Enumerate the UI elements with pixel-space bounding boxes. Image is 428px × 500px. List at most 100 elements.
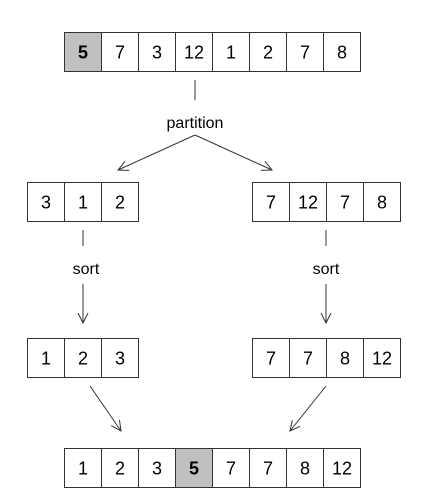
- array-cell: 12: [323, 448, 361, 488]
- cell-box: [27, 338, 65, 378]
- cell-box: [64, 32, 102, 72]
- array-cell: 7: [289, 338, 327, 378]
- right-partition-array: 7 12 7 8: [252, 182, 401, 222]
- array-cell: 1: [212, 32, 250, 72]
- cell-box: [138, 448, 176, 488]
- cell-box: [252, 182, 290, 222]
- cell-box: [27, 182, 65, 222]
- array-cell: 12: [289, 182, 327, 222]
- array-cell: 1: [64, 448, 102, 488]
- array-cell: 12: [363, 338, 401, 378]
- cell-box: [249, 448, 287, 488]
- array-cell: 8: [323, 32, 361, 72]
- cell-box: [101, 182, 139, 222]
- cell-box: [326, 182, 364, 222]
- array-cell: 7: [286, 32, 324, 72]
- cell-value: 3: [152, 43, 162, 63]
- array-cell: 3: [138, 32, 176, 72]
- cell-box: [212, 32, 250, 72]
- cell-value: 8: [377, 193, 387, 213]
- array-cell: 2: [101, 182, 139, 222]
- cell-box: [64, 338, 102, 378]
- cell-box: [323, 32, 361, 72]
- cell-value: 7: [300, 43, 310, 63]
- array-cell: 8: [363, 182, 401, 222]
- pivot-cell: 5: [64, 32, 102, 72]
- cell-box: [286, 448, 324, 488]
- array-cell: 2: [64, 338, 102, 378]
- cell-value: 8: [340, 349, 350, 369]
- cell-value: 3: [41, 193, 51, 213]
- cell-value: 3: [152, 459, 162, 479]
- array-cell: 3: [27, 182, 65, 222]
- sort-right-label: sort: [313, 261, 340, 278]
- array-cell: 7: [212, 448, 250, 488]
- cell-value: 5: [189, 459, 199, 479]
- cell-value: 12: [372, 349, 392, 369]
- cell-value: 7: [266, 349, 276, 369]
- cell-value: 1: [41, 349, 51, 369]
- cell-value: 1: [226, 43, 236, 63]
- cell-box: [212, 448, 250, 488]
- cell-box: [64, 448, 102, 488]
- cell-value: 12: [184, 43, 204, 63]
- cell-box: [101, 338, 139, 378]
- cell-box: [101, 32, 139, 72]
- cell-box: [326, 338, 364, 378]
- cell-value: 7: [340, 193, 350, 213]
- cell-value: 8: [337, 43, 347, 63]
- merge-left-arrow: [89, 385, 121, 431]
- cell-value: 12: [332, 459, 352, 479]
- cell-value: 7: [303, 349, 313, 369]
- cell-value: 7: [226, 459, 236, 479]
- array-cell: 7: [252, 182, 290, 222]
- cell-box: [252, 338, 290, 378]
- cell-box: [363, 182, 401, 222]
- right-sorted-array: 7 7 8 12: [252, 338, 401, 378]
- cell-value: 1: [78, 193, 88, 213]
- array-cell: 7: [326, 182, 364, 222]
- array-cell: 2: [249, 32, 287, 72]
- cell-box: [138, 32, 176, 72]
- cell-value: 3: [115, 349, 125, 369]
- cell-value: 1: [78, 459, 88, 479]
- array-cell: 2: [101, 448, 139, 488]
- cell-value: 2: [115, 459, 125, 479]
- array-cell: 3: [138, 448, 176, 488]
- array-cell: 7: [249, 448, 287, 488]
- cell-box: [323, 448, 361, 488]
- cell-value: 12: [298, 193, 318, 213]
- cell-box: [249, 32, 287, 72]
- array-cell: 3: [101, 338, 139, 378]
- pivot-cell: 5: [175, 448, 213, 488]
- partition-right-arrow: [194, 134, 272, 170]
- cell-value: 2: [78, 349, 88, 369]
- cell-box: [289, 338, 327, 378]
- sort-left-label: sort: [73, 261, 100, 278]
- array-cell: 8: [286, 448, 324, 488]
- partition-label: partition: [167, 115, 224, 132]
- array-cell: 7: [252, 338, 290, 378]
- array-cell: 12: [175, 32, 213, 72]
- partition-left-arrow: [118, 134, 196, 170]
- cell-value: 7: [263, 459, 273, 479]
- cell-value: 2: [263, 43, 273, 63]
- cell-box: [286, 32, 324, 72]
- cell-value: 7: [266, 193, 276, 213]
- cell-box: [289, 182, 327, 222]
- array-cell: 1: [64, 182, 102, 222]
- cell-value: 7: [115, 43, 125, 63]
- cell-value: 5: [78, 43, 88, 63]
- cell-box: [363, 338, 401, 378]
- cell-box: [64, 182, 102, 222]
- cell-value: 2: [115, 193, 125, 213]
- array-cell: 7: [101, 32, 139, 72]
- array-cell: 8: [326, 338, 364, 378]
- array-cell: 1: [27, 338, 65, 378]
- left-partition-array: 3 1 2: [27, 182, 139, 222]
- merge-right-arrow: [290, 385, 327, 431]
- cell-value: 8: [300, 459, 310, 479]
